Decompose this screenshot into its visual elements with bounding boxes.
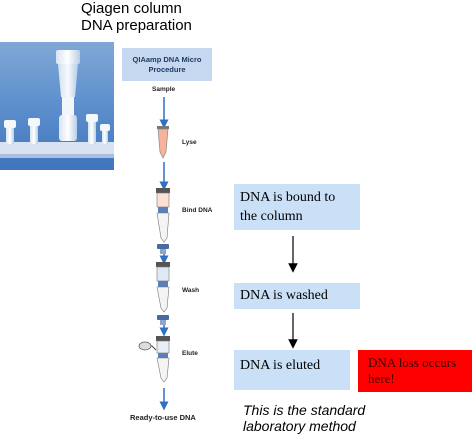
- procedure-header-line-1: QIAamp DNA Micro: [132, 54, 202, 64]
- bind-column-icon: [156, 188, 170, 243]
- procedure-header: QIAamp DNA Micro Procedure: [122, 48, 212, 81]
- box-dna-bound-line-2: the column: [240, 209, 303, 224]
- box-dna-washed: DNA is washed: [234, 283, 360, 309]
- box-dna-eluted: DNA is eluted: [234, 350, 350, 390]
- diagram-title-line-2: DNA preparation: [81, 17, 192, 34]
- column-transfer-icon-2: [157, 315, 169, 325]
- step-label-bind-dna: Bind DNA: [182, 207, 213, 214]
- box-dna-bound-line-1: DNA is bound to: [240, 190, 336, 205]
- box-dna-loss-line-1: DNA loss occurs: [368, 355, 457, 370]
- box-dna-loss-line-2: here!: [368, 371, 395, 386]
- box-dna-loss-warning: DNA loss occurs here!: [358, 350, 472, 392]
- diagram-title-line-1: Qiagen column: [81, 0, 182, 17]
- column-tubes-illustration: [0, 50, 114, 158]
- wash-column-icon: [156, 262, 170, 313]
- qiagen-column-photo: [0, 42, 114, 170]
- box-dna-bound: DNA is bound to the column: [234, 184, 360, 230]
- step-label-elute: Elute: [182, 350, 198, 357]
- ready-to-use-label: Ready-to-use DNA: [130, 413, 196, 422]
- box-dna-washed-text: DNA is washed: [240, 288, 328, 303]
- standard-method-note-line-1: This is the standard: [243, 402, 366, 418]
- elute-column-icon: [138, 336, 170, 383]
- box-dna-eluted-text: DNA is eluted: [240, 358, 321, 373]
- standard-method-note-line-2: laboratory method: [243, 418, 356, 434]
- lyse-tube-icon: [157, 126, 169, 159]
- procedure-header-line-2: Procedure: [148, 64, 186, 74]
- sample-label: Sample: [152, 86, 176, 93]
- column-transfer-icon-1: [157, 244, 169, 254]
- step-label-lyse: Lyse: [182, 139, 197, 146]
- step-label-wash: Wash: [182, 287, 200, 294]
